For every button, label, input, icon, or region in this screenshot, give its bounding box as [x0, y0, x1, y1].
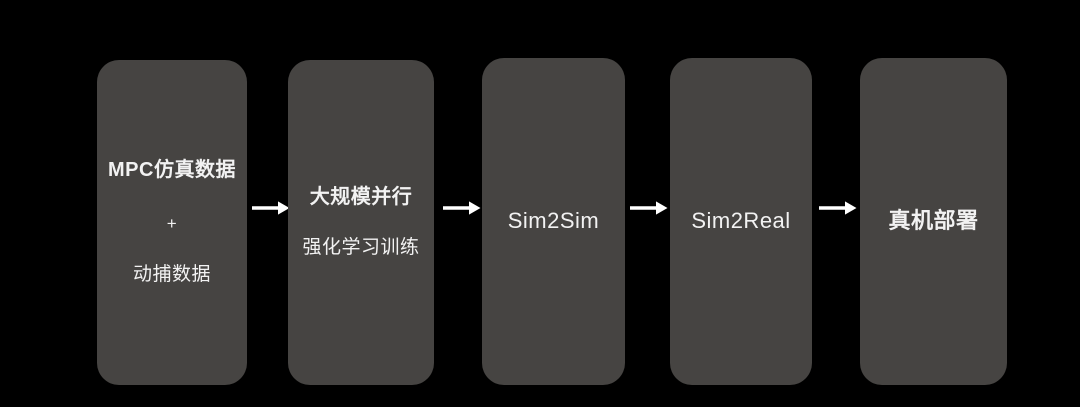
pipeline-stage-4[interactable]: Sim2Real [670, 58, 812, 385]
pipeline-stage-3[interactable]: Sim2Sim [482, 58, 625, 385]
arrow-right-icon [630, 199, 668, 217]
stage-1-line-1: MPC仿真数据 [108, 158, 236, 181]
pipeline-stage-1[interactable]: MPC仿真数据 + 动捕数据 [97, 60, 247, 385]
stage-1-plus-symbol: + [166, 213, 178, 233]
pipeline-stage-5[interactable]: 真机部署 [860, 58, 1007, 385]
stage-4-label: Sim2Real [691, 208, 791, 234]
stage-5-label: 真机部署 [888, 208, 979, 234]
stage-2-line-1: 大规模并行 [309, 186, 413, 209]
arrow-right-icon [443, 199, 481, 217]
arrow-right-icon [252, 199, 290, 217]
pipeline-stage-2[interactable]: 大规模并行 强化学习训练 [288, 60, 434, 385]
stage-1-line-3: 动捕数据 [132, 264, 211, 286]
stage-3-label: Sim2Sim [507, 208, 600, 234]
stage-2-line-2: 强化学习训练 [302, 237, 420, 259]
arrow-right-icon [819, 199, 857, 217]
